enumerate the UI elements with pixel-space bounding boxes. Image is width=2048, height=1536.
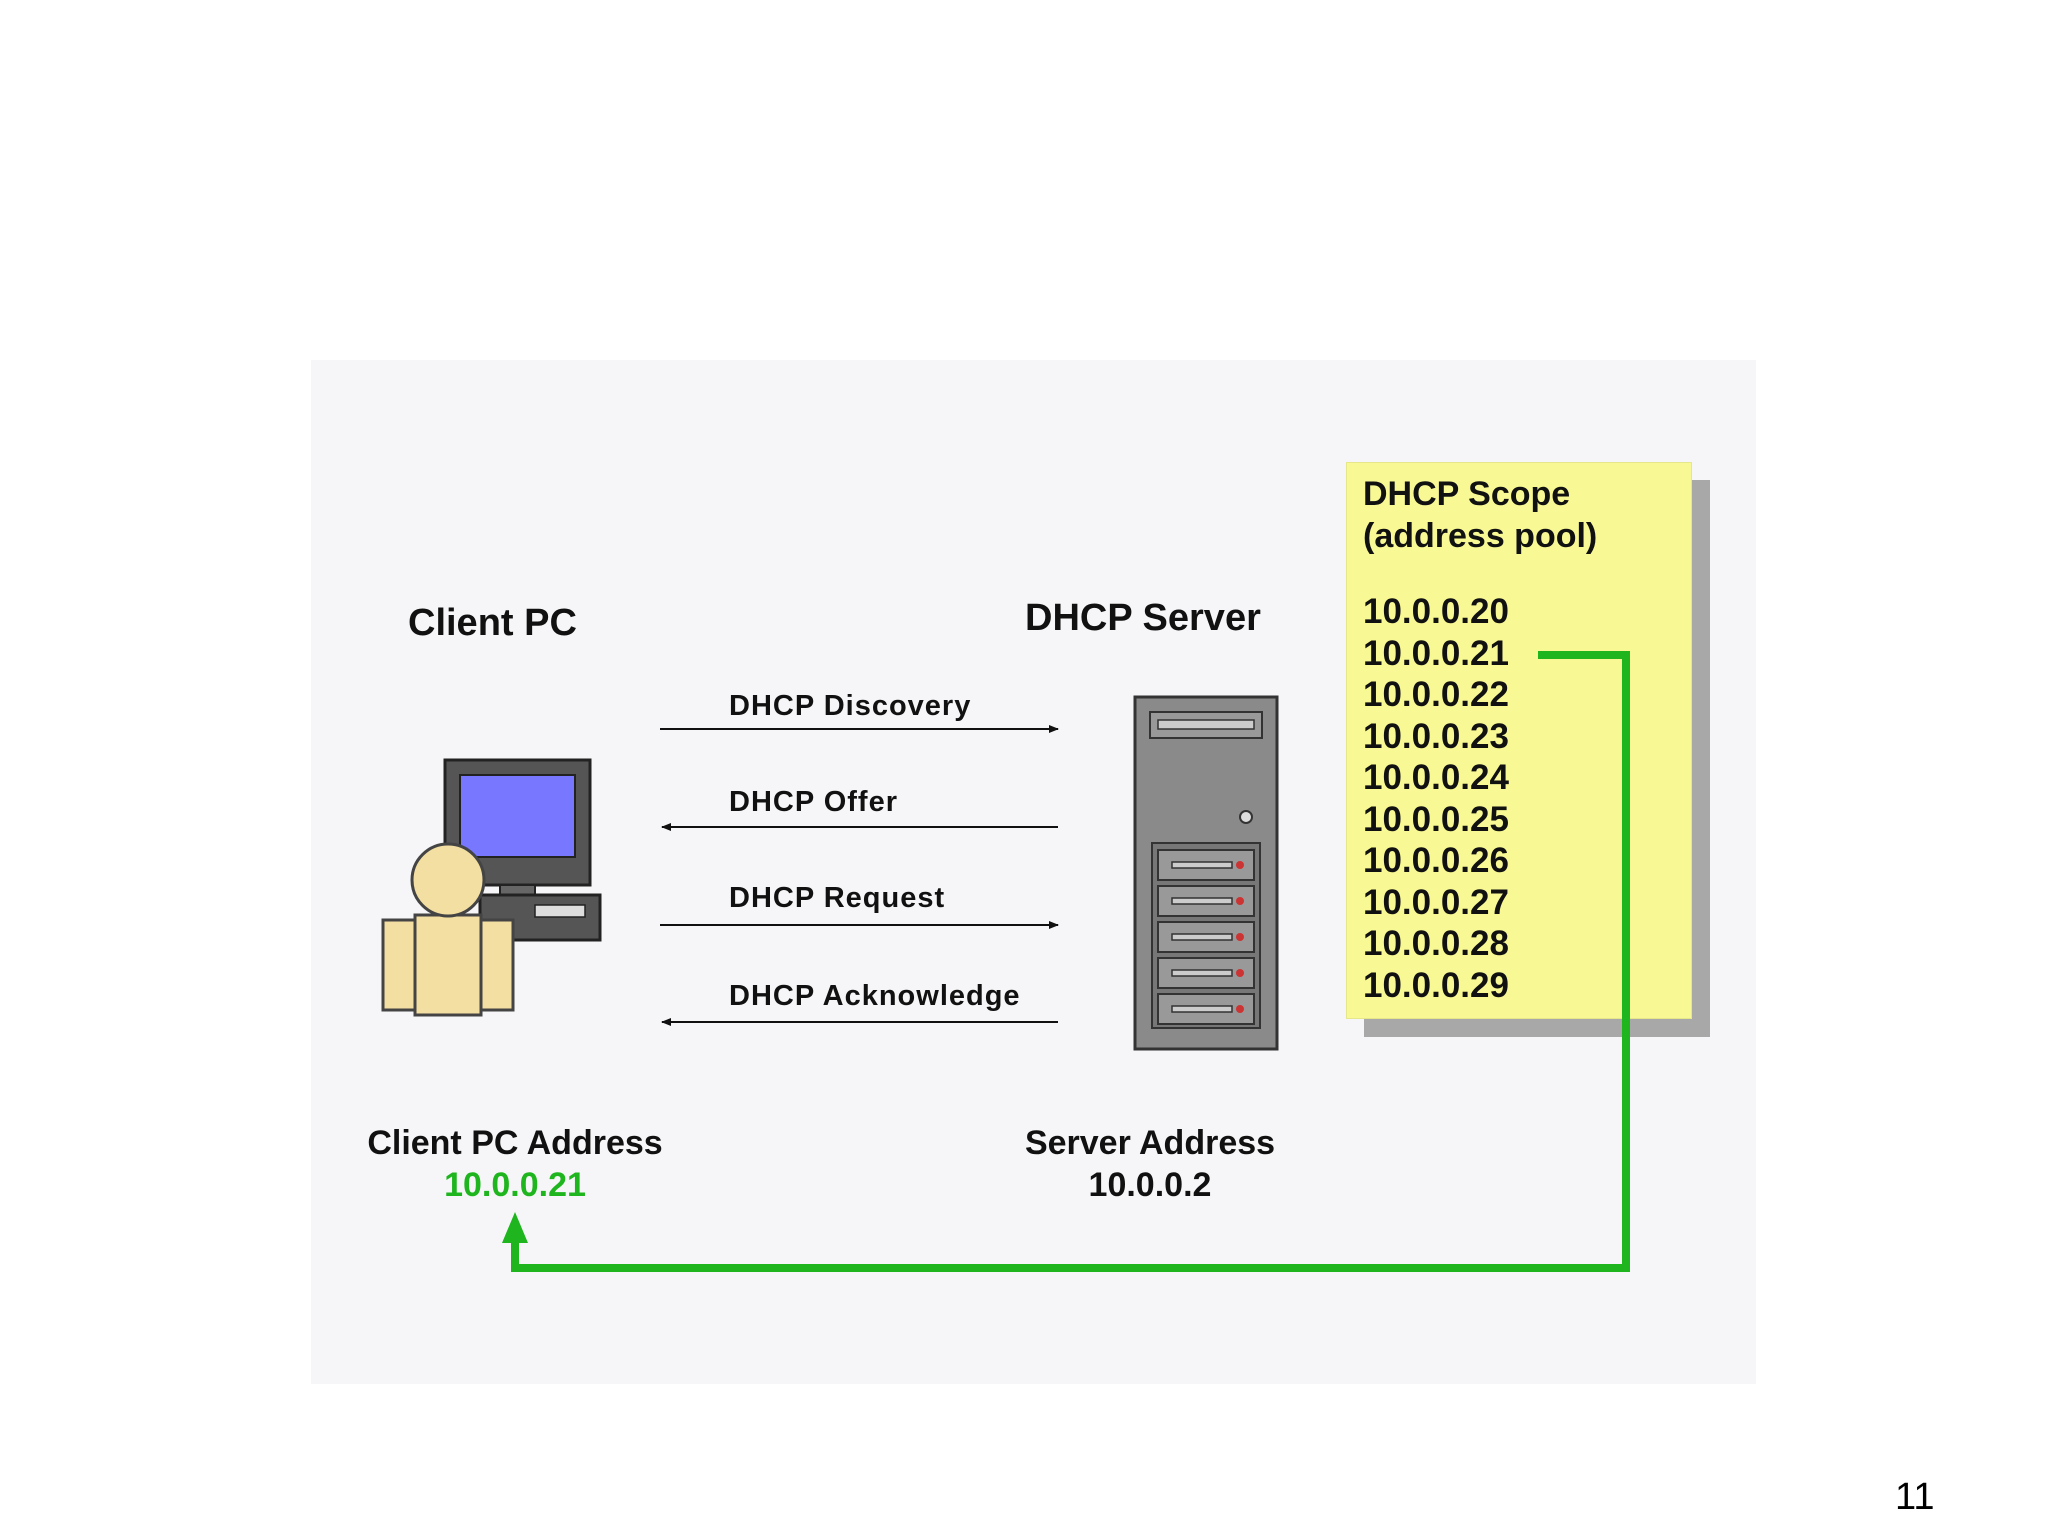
server-address-value: 10.0.0.2 [1088,1166,1212,1204]
address-pool-item: 10.0.0.23 [1363,716,1509,756]
message-acknowledge-label: DHCP Acknowledge [729,980,1021,1012]
address-pool-item: 10.0.0.22 [1363,675,1509,714]
dhcp-scope-box: DHCP Scope (address pool) 10.0.0.20 10.0… [1346,462,1692,1019]
message-request-label: DHCP Request [729,882,946,914]
address-pool-list: 10.0.0.20 10.0.0.21 10.0.0.22 10.0.0.23 … [1363,591,1509,1006]
message-discovery-label: DHCP Discovery [729,690,972,722]
address-pool-item: 10.0.0.27 [1363,882,1509,922]
dhcp-scope-title-line1: DHCP Scope [1363,475,1571,513]
address-pool-item-assigned: 10.0.0.21 [1363,633,1509,673]
server-address-block: Server Address 10.0.0.2 [1000,1122,1300,1206]
server-tower-icon [1133,695,1279,1051]
address-pool-item: 10.0.0.20 [1363,592,1509,631]
page-number: 11 [1895,1476,1935,1518]
client-address-label: Client PC Address [367,1124,663,1162]
client-address-block: Client PC Address 10.0.0.21 [340,1122,690,1206]
message-offer-label: DHCP Offer [729,786,898,818]
address-pool-item: 10.0.0.28 [1363,924,1509,963]
user-computer-icon [381,758,602,1017]
address-pool-item: 10.0.0.29 [1363,965,1509,1005]
client-pc-title: Client PC [408,602,577,644]
client-address-value: 10.0.0.21 [444,1166,586,1204]
address-pool-item: 10.0.0.24 [1363,758,1509,797]
server-address-label: Server Address [1024,1124,1276,1162]
address-pool-item: 10.0.0.26 [1363,841,1509,880]
dhcp-scope-title: DHCP Scope (address pool) [1363,473,1597,557]
address-pool-item: 10.0.0.25 [1363,799,1509,839]
dhcp-server-title: DHCP Server [1025,597,1261,639]
dhcp-scope-title-line2: (address pool) [1363,517,1598,555]
